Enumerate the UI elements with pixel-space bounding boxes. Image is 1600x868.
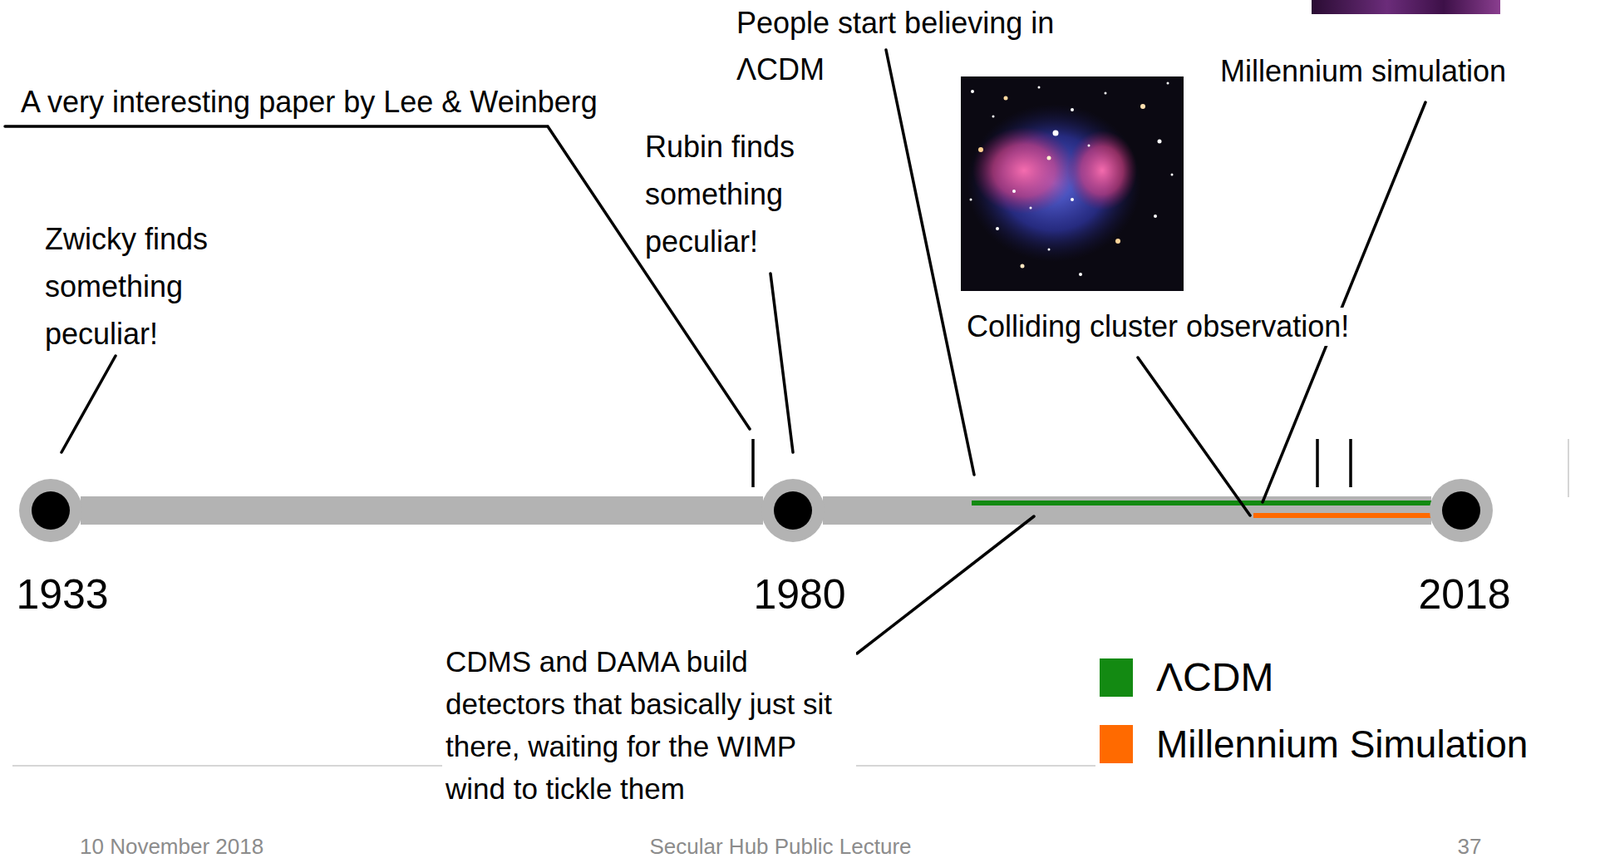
annotation: Millennium simulation	[1220, 52, 1507, 91]
timeline-milestone: 1933	[19, 478, 83, 542]
leader-line	[1262, 102, 1426, 503]
footer-title: Secular Hub Public Lecture	[649, 832, 911, 860]
leader-line	[856, 516, 1034, 654]
tick-marks	[753, 438, 1351, 488]
milestone-core	[31, 491, 70, 530]
millennium-band	[1253, 512, 1439, 518]
frame-rule	[1567, 438, 1570, 498]
leader-line	[886, 49, 975, 475]
legend-swatch	[1099, 658, 1133, 697]
year-label: 2018	[1417, 569, 1511, 620]
annotation: People start believing in ΛCDM	[736, 0, 1144, 94]
leader-lines	[4, 49, 1426, 654]
leader-line	[770, 273, 793, 453]
legend-swatch	[1099, 724, 1133, 764]
image-ground	[960, 76, 1184, 291]
annotation: Zwicky finds something peculiar!	[44, 215, 261, 358]
annotation: Colliding cluster observation!	[963, 307, 1353, 346]
annotation: Rubin finds something peculiar!	[644, 123, 837, 266]
timeline-milestone: 1980	[761, 478, 825, 542]
cluster-image	[960, 76, 1184, 291]
annotation: CDMS and DAMA build detectors that basic…	[442, 640, 857, 810]
milestone-ring	[761, 478, 825, 542]
milestone-dot	[19, 478, 83, 542]
lcdm-band	[971, 500, 1439, 506]
timeline-milestone: 2018	[1429, 478, 1493, 542]
leader-line	[4, 126, 750, 429]
blue-glow	[966, 103, 1142, 262]
footer-date: 10 November 2018	[79, 832, 264, 860]
leader-line	[1137, 357, 1251, 516]
year-label: 1933	[15, 569, 109, 620]
legend-label: ΛCDM	[1156, 653, 1274, 702]
slide-number: 37	[1457, 832, 1482, 860]
milestone-dot	[761, 478, 825, 542]
milestone-core	[773, 491, 813, 530]
timeline-bar	[80, 496, 764, 525]
legend-label: Millennium Simulation	[1156, 719, 1528, 768]
stars	[969, 82, 1174, 277]
milestone-core	[1442, 491, 1481, 530]
milestone-ring	[19, 478, 83, 542]
milestone-dot	[1429, 478, 1493, 542]
milestone-ring	[1429, 478, 1493, 542]
year-label: 1980	[753, 569, 846, 620]
pink-glow	[972, 127, 1076, 214]
pink-glow	[1067, 130, 1138, 211]
image-fragment	[1311, 0, 1501, 15]
annotation: A very interesting paper by Lee & Weinbe…	[20, 83, 598, 122]
leader-line	[61, 355, 116, 453]
